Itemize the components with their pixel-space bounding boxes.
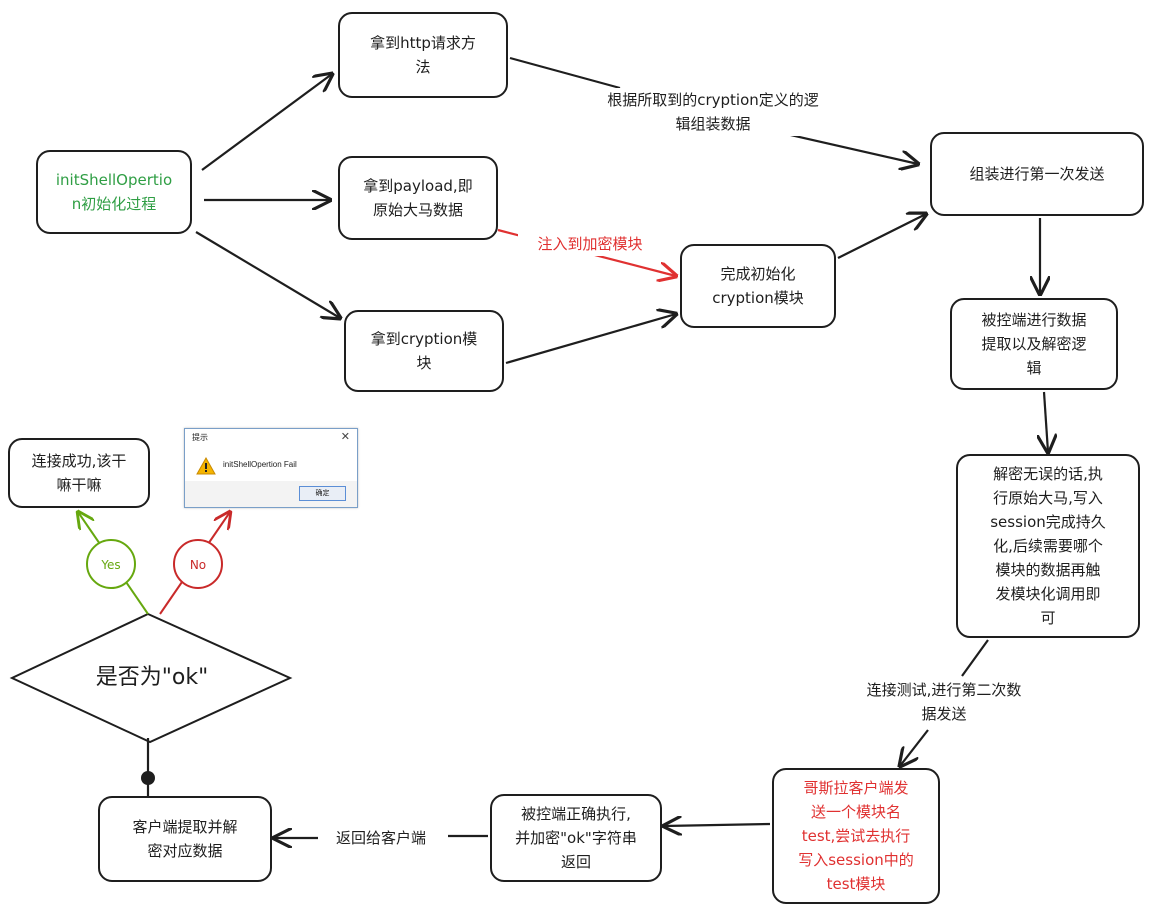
node-execute-text: 被控端正确执行, 并加密"ok"字符串 返回	[515, 805, 637, 871]
node-godzilla: 哥斯拉客户端发 送一个模块名 test,尝试去执行 写入session中的 te…	[772, 768, 940, 904]
node-complete-text: 完成初始化 cryption模块	[712, 265, 804, 307]
error-dialog: 提示 ✕ initShellOpertion Fail 确定	[184, 428, 358, 508]
node-decrypt-text: 解密无误的话,执 行原始大马,写入 session完成持久 化,后续需要哪个 模…	[990, 465, 1106, 627]
arrow-init-to-cryption	[195, 231, 340, 318]
node-init: initShellOpertio n初始化过程	[36, 150, 192, 234]
node-cryption-text: 拿到cryption模 块	[370, 330, 478, 372]
node-http: 拿到http请求方 法	[338, 12, 508, 98]
node-init-text: initShellOpertio n初始化过程	[55, 171, 173, 213]
arrow-decrypt-to-godzilla	[900, 639, 989, 766]
warning-icon	[196, 457, 216, 475]
yes-circle	[86, 539, 136, 589]
decision-dot	[141, 771, 155, 785]
node-decrypt: 解密无误的话,执 行原始大马,写入 session完成持久 化,后续需要哪个 模…	[956, 454, 1140, 638]
arrow-cryption-to-complete	[505, 314, 676, 365]
node-client-extract: 客户端提取并解 密对应数据	[98, 796, 272, 882]
arrow-complete-to-assemble	[837, 214, 926, 259]
node-success: 连接成功,该干 嘛干嘛	[8, 438, 150, 508]
node-assemble-text: 组装进行第一次发送	[969, 165, 1105, 183]
label-test-send: 连接测试,进行第二次数 据发送	[838, 678, 1050, 726]
node-success-text: 连接成功,该干 嘛干嘛	[31, 452, 127, 494]
dialog-title: 提示	[192, 433, 208, 442]
arrow-execute-to-client	[274, 836, 488, 838]
close-icon[interactable]: ✕	[340, 431, 350, 443]
node-cryption: 拿到cryption模 块	[344, 310, 504, 392]
node-assemble: 组装进行第一次发送	[930, 132, 1144, 216]
yes-label: Yes	[100, 558, 120, 572]
ok-button[interactable]: 确定	[299, 486, 346, 501]
node-payload: 拿到payload,即 原始大马数据	[338, 156, 498, 240]
no-label: No	[190, 558, 206, 572]
node-complete: 完成初始化 cryption模块	[680, 244, 836, 328]
node-http-text: 拿到http请求方 法	[370, 34, 476, 76]
label-cryption-logic: 根据所取到的cryption定义的逻 辑组装数据	[572, 88, 854, 136]
decision-text: 是否为"ok"	[96, 665, 208, 690]
decision-diamond-shape	[9, 612, 293, 744]
node-execute: 被控端正确执行, 并加密"ok"字符串 返回	[490, 794, 662, 882]
label-return-client: 返回给客户端	[318, 826, 444, 850]
node-extract: 被控端进行数据 提取以及解密逻 辑	[950, 298, 1118, 390]
arrow-godzilla-to-execute	[664, 824, 771, 826]
node-extract-text: 被控端进行数据 提取以及解密逻 辑	[981, 311, 1087, 377]
node-client-extract-text: 客户端提取并解 密对应数据	[132, 818, 238, 860]
node-payload-text: 拿到payload,即 原始大马数据	[363, 177, 473, 219]
label-inject: 注入到加密模块	[518, 232, 662, 256]
no-circle	[173, 539, 223, 589]
node-godzilla-text: 哥斯拉客户端发 送一个模块名 test,尝试去执行 写入session中的 te…	[798, 779, 914, 893]
arrow-extract-to-decrypt	[1044, 391, 1048, 452]
arrow-init-to-http	[201, 74, 332, 171]
dialog-message: initShellOpertion Fail	[223, 460, 297, 469]
